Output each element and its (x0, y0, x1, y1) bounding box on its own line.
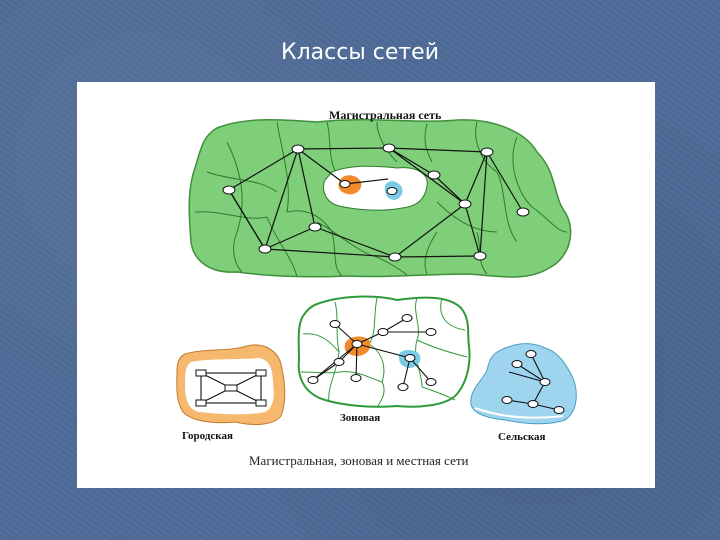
main-node (427, 170, 441, 180)
city-network-nodes (195, 369, 267, 407)
main-node (308, 222, 322, 232)
city-node (255, 369, 267, 377)
zone-network-label: Зоновая (340, 412, 381, 424)
rural-node (525, 350, 537, 358)
zone-node (329, 320, 341, 328)
main-node (382, 143, 396, 153)
main-node (339, 180, 351, 188)
main-network-cell-lines (194, 121, 568, 278)
rural-node (553, 406, 565, 414)
rural-network-area (470, 343, 577, 425)
zone-node (397, 383, 409, 391)
main-node (386, 187, 398, 195)
main-node (388, 252, 402, 262)
zone-network (297, 295, 471, 408)
main-network-label: Магистральная сеть (329, 108, 442, 122)
main-node (458, 199, 472, 209)
zone-node (425, 378, 437, 386)
zone-node (401, 314, 413, 322)
rural-node (501, 396, 513, 404)
main-node (291, 144, 305, 154)
zone-network-cell-lines (300, 297, 468, 408)
main-network-links (228, 147, 524, 258)
zone-node (333, 358, 345, 366)
main-node (480, 147, 494, 157)
rural-node (539, 378, 551, 386)
rural-network-inner-edge (474, 407, 564, 419)
zone-node (425, 328, 437, 336)
zone-node (350, 374, 362, 382)
slide-title: Классы сетей (281, 40, 439, 65)
zone-network-nodes (307, 314, 437, 391)
rural-network-label: Сельская (498, 431, 546, 443)
network-diagram (176, 118, 577, 425)
main-node (222, 185, 236, 195)
city-network (176, 344, 286, 425)
rural-network (470, 343, 577, 425)
zone-node (351, 340, 363, 348)
zone-node (307, 376, 319, 384)
main-node (473, 251, 487, 261)
main-node (516, 207, 530, 217)
main-network-nodes (222, 143, 530, 262)
rural-network-nodes (501, 350, 565, 414)
zone-node (404, 354, 416, 362)
figure-caption: Магистральная, зоновая и местная сети (249, 453, 469, 468)
rural-node (527, 400, 539, 408)
city-node (224, 384, 238, 392)
city-network-label: Городская (182, 430, 233, 442)
city-node (195, 369, 207, 377)
rural-node (511, 360, 523, 368)
main-network (188, 118, 572, 278)
main-node (258, 244, 272, 254)
network-classes-figure: Магистральная сеть Зоновая Городская Сел… (77, 82, 655, 488)
city-node (255, 399, 267, 407)
zone-node (377, 328, 389, 336)
city-node (195, 399, 207, 407)
